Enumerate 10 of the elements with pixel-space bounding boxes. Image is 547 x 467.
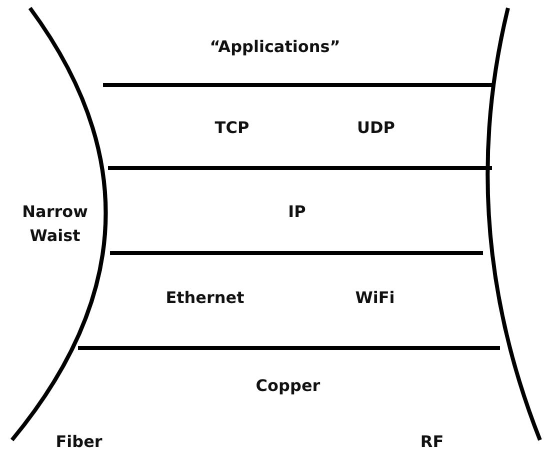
layer-label: UDP — [357, 117, 395, 139]
layer-label: WiFi — [355, 287, 395, 309]
layer-label: TCP — [214, 117, 250, 139]
layer-label: Fiber — [56, 431, 102, 453]
layer-label: Copper — [256, 375, 320, 397]
layer-label: IP — [288, 201, 306, 223]
layer-label: “Applications” — [210, 36, 340, 58]
layer-label: RF — [420, 431, 444, 453]
layer-label: Ethernet — [166, 287, 244, 309]
side-label: Narrow Waist — [21, 201, 89, 247]
